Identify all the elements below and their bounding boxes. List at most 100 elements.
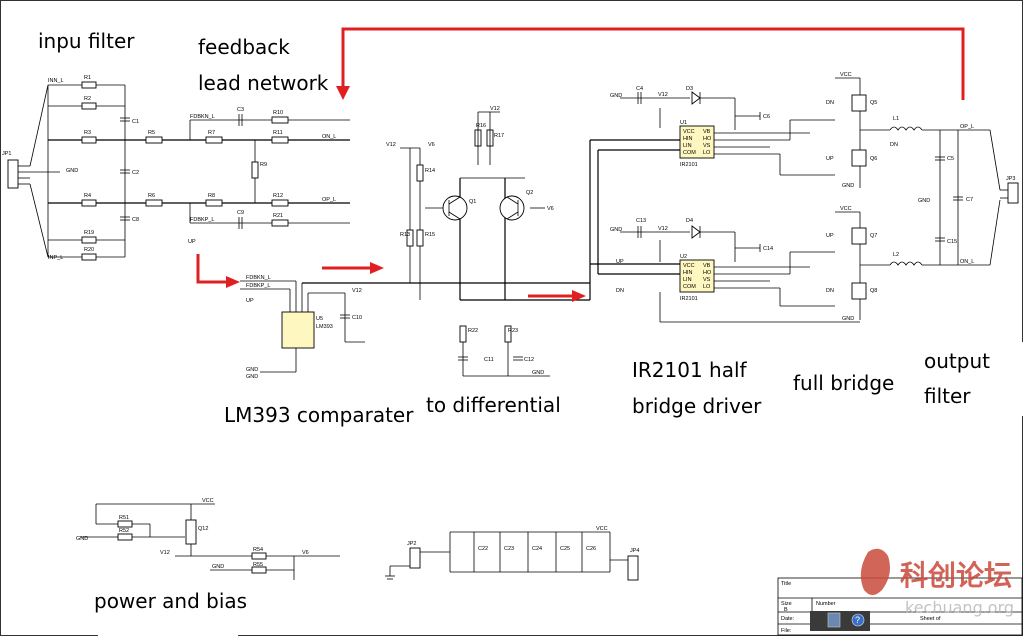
mask-power-label [98, 585, 238, 636]
resistor-r15 [416, 229, 424, 247]
resistor-r6 [145, 199, 163, 207]
net-v12-diff2: V12 [490, 106, 500, 112]
feedback-section: FDBKN_L FDBKP_L R7 R8 R9 C3 C9 R10 R11 R… [188, 107, 350, 245]
r9-label: R9 [260, 162, 267, 168]
label-differential: to differential [426, 393, 561, 417]
net-gnd-bridge2: GND [842, 316, 854, 322]
u1-pin-lo: LO [703, 150, 711, 156]
c2-label: C2 [132, 170, 139, 176]
r51-label: R51 [119, 515, 129, 521]
net-gnd-input: GND [66, 168, 78, 174]
label-power-bias: power and bias [94, 589, 247, 613]
r21-label: R21 [273, 213, 283, 219]
net-fdbkn-comp: FDBKN_L [246, 275, 271, 281]
c7-label: C7 [966, 197, 973, 203]
net-gnd-power1: GND [76, 536, 88, 542]
mask-comparator-label [220, 398, 420, 434]
net-dn-q5: DN [826, 100, 834, 106]
net-gnd-power2: GND [212, 564, 224, 570]
watermark: 科创论坛 kechuang.org [860, 548, 1014, 617]
feedback-arrow [341, 27, 965, 100]
u1-pin-hin: HIN [683, 136, 693, 142]
title-block-file: File: [781, 628, 792, 634]
r3-label: R3 [84, 130, 91, 136]
connector-jp4 [627, 555, 639, 581]
r14-label: R14 [425, 168, 435, 174]
help-icon-glyph: ? [855, 615, 860, 625]
d3-label: D3 [686, 86, 693, 92]
diode-d3 [691, 91, 701, 105]
c25-label: C25 [560, 546, 570, 552]
net-vcc-bridge1: VCC [840, 72, 852, 78]
label-output-line1: output [924, 349, 990, 373]
u2-pin-vcc: VCC [683, 263, 695, 269]
jp2-label: JP2 [407, 541, 416, 547]
l1-label: L1 [893, 116, 899, 122]
r2-label: R2 [84, 96, 91, 102]
c23-label: C23 [504, 546, 514, 552]
connector-jp3 [1007, 182, 1019, 204]
u1-part-label: IR2101 [680, 162, 698, 168]
net-dn-q8: DN [826, 288, 834, 294]
title-block-date: Date: [781, 616, 795, 622]
net-up-q7: UP [826, 233, 834, 239]
title-block-number: Number [816, 601, 836, 607]
net-v12-comp: V12 [352, 288, 362, 294]
resistor-r20 [81, 253, 97, 261]
net-vcc-power: VCC [202, 498, 214, 504]
r20-label: R20 [84, 247, 94, 253]
comp-arrow-head [370, 262, 384, 274]
title-block-size: Size [781, 601, 792, 607]
watermark-site-cn: 科创论坛 [900, 559, 1012, 592]
label-comparator: LM393 comparater [224, 403, 414, 427]
label-feedback-line2: lead network [198, 71, 329, 95]
transistor-q1 [442, 195, 468, 221]
net-v12-drv2: V12 [658, 226, 668, 232]
resistor-r8 [205, 199, 223, 207]
r4-label: R4 [84, 193, 91, 199]
r23-label: R23 [508, 328, 518, 334]
u1-pin-ho: HO [703, 136, 712, 142]
net-inp: INP_L [48, 255, 63, 261]
up-arrow [196, 254, 228, 284]
net-dn-bridge1: DN [890, 142, 898, 148]
c11-label: C11 [484, 357, 494, 363]
label-feedback-line1: feedback [198, 35, 290, 59]
d4-label: D4 [686, 218, 693, 224]
resistor-r12 [271, 199, 289, 207]
connector-jp1 [7, 159, 19, 189]
label-input-filter: inpu filter [38, 29, 135, 53]
net-v12-drv1: V12 [658, 92, 668, 98]
chip-lm393 [281, 311, 315, 349]
mask-output-label [915, 342, 1023, 416]
chip-ir2101-u1 [679, 125, 715, 159]
l2-label: L2 [893, 252, 899, 258]
r17-label: R17 [494, 133, 504, 139]
c14-label: C14 [763, 246, 773, 252]
q7-label: Q7 [870, 233, 877, 239]
resistor-r1 [81, 81, 97, 89]
r22-label: R22 [468, 328, 478, 334]
u2-pin-vs: VS [703, 277, 711, 283]
q1-label: Q1 [469, 199, 476, 205]
net-v6-diff: V6 [428, 142, 435, 148]
label-driver-line1: IR2101 half [632, 358, 748, 382]
resistor-r14 [416, 164, 424, 182]
r1-label: R1 [84, 75, 91, 81]
mosfet-q8 [851, 282, 867, 300]
net-v12-power: V12 [160, 550, 170, 556]
c12-label: C12 [524, 357, 534, 363]
r19-label: R19 [84, 230, 94, 236]
q5-label: Q5 [870, 100, 877, 106]
inductor-l1 [889, 126, 923, 131]
c10-label: C10 [352, 315, 362, 321]
resistor-r52 [117, 533, 133, 541]
r7-label: R7 [208, 130, 215, 136]
u1-pin-vs: VS [703, 143, 711, 149]
inductor-l2 [889, 261, 923, 266]
r52-label: R52 [119, 528, 129, 534]
connector-jp2 [409, 547, 421, 569]
c13-label: C13 [636, 218, 646, 224]
title-block: Title Size B Number Date: Sheet of File:… [777, 577, 1023, 636]
